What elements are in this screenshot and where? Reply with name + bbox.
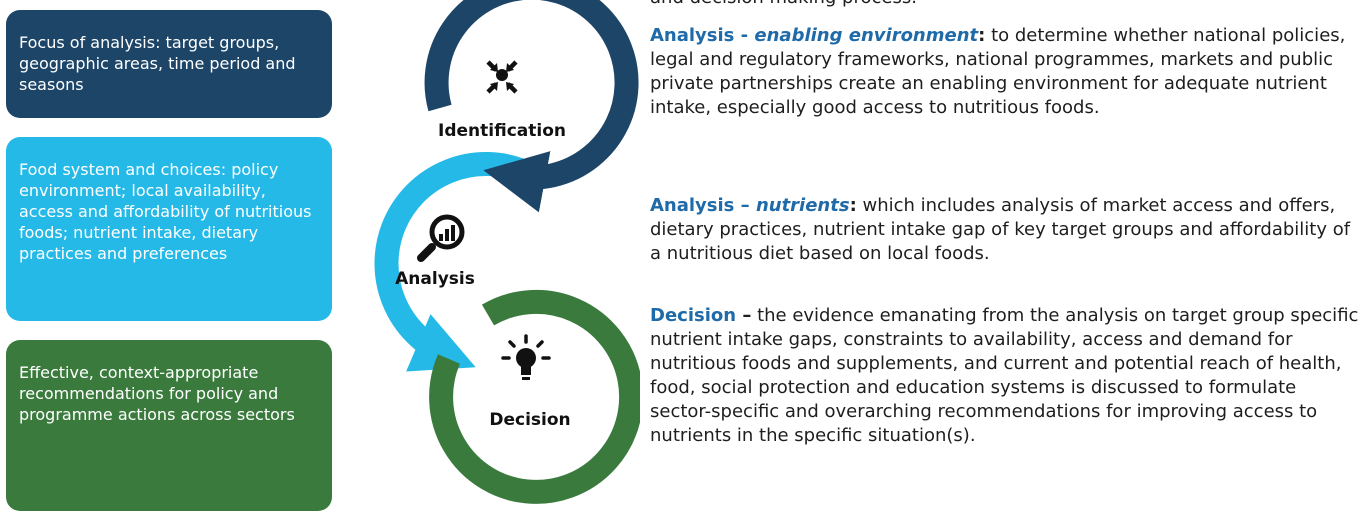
focus-of-analysis-box: Focus of analysis: target groups, geogra… bbox=[6, 10, 332, 118]
identification-label: Identification bbox=[438, 121, 566, 141]
paragraph-2-keyword: Analysis – nutrients: bbox=[650, 195, 857, 216]
food-system-box: Food system and choices: policy environm… bbox=[6, 137, 332, 321]
paragraph-enabling-environment: Analysis - enabling environment: to dete… bbox=[650, 24, 1362, 120]
decision-ring-arc bbox=[429, 289, 640, 504]
paragraph-3-dash: – bbox=[736, 305, 752, 326]
lightbulb-icon bbox=[501, 334, 551, 380]
paragraph-3-body: the evidence emanating from the analysis… bbox=[650, 305, 1359, 446]
focus-of-analysis-text: Focus of analysis: target groups, geogra… bbox=[19, 33, 296, 94]
recommendations-text: Effective, context-appropriate recommend… bbox=[19, 363, 295, 424]
analysis-label: Analysis bbox=[395, 269, 475, 289]
paragraph-3-keyword: Decision bbox=[650, 305, 737, 326]
paragraph-2-body: which includes analysis of market access… bbox=[650, 195, 1351, 264]
paragraph-nutrients: Analysis – nutrients: which includes ana… bbox=[650, 194, 1362, 266]
paragraph-decision: Decision – the evidence emanating from t… bbox=[650, 304, 1362, 448]
decision-label: Decision bbox=[489, 410, 570, 430]
analysis-ring-arc bbox=[374, 152, 530, 372]
process-cycle-diagram: Identification Analysis Decision bbox=[374, 0, 640, 504]
paragraph-1-keyword: Analysis - enabling environment: bbox=[650, 25, 986, 46]
paragraph-1-body: to determine whether national policies, … bbox=[650, 25, 1346, 118]
food-system-text: Food system and choices: policy environm… bbox=[19, 160, 312, 263]
top-fragment: and decision making process. bbox=[650, 0, 1362, 10]
identification-ring-arc bbox=[424, 0, 639, 213]
arrows-converge-icon bbox=[486, 60, 518, 94]
magnifier-chart-icon bbox=[417, 214, 465, 262]
recommendations-box: Effective, context-appropriate recommend… bbox=[6, 340, 332, 511]
